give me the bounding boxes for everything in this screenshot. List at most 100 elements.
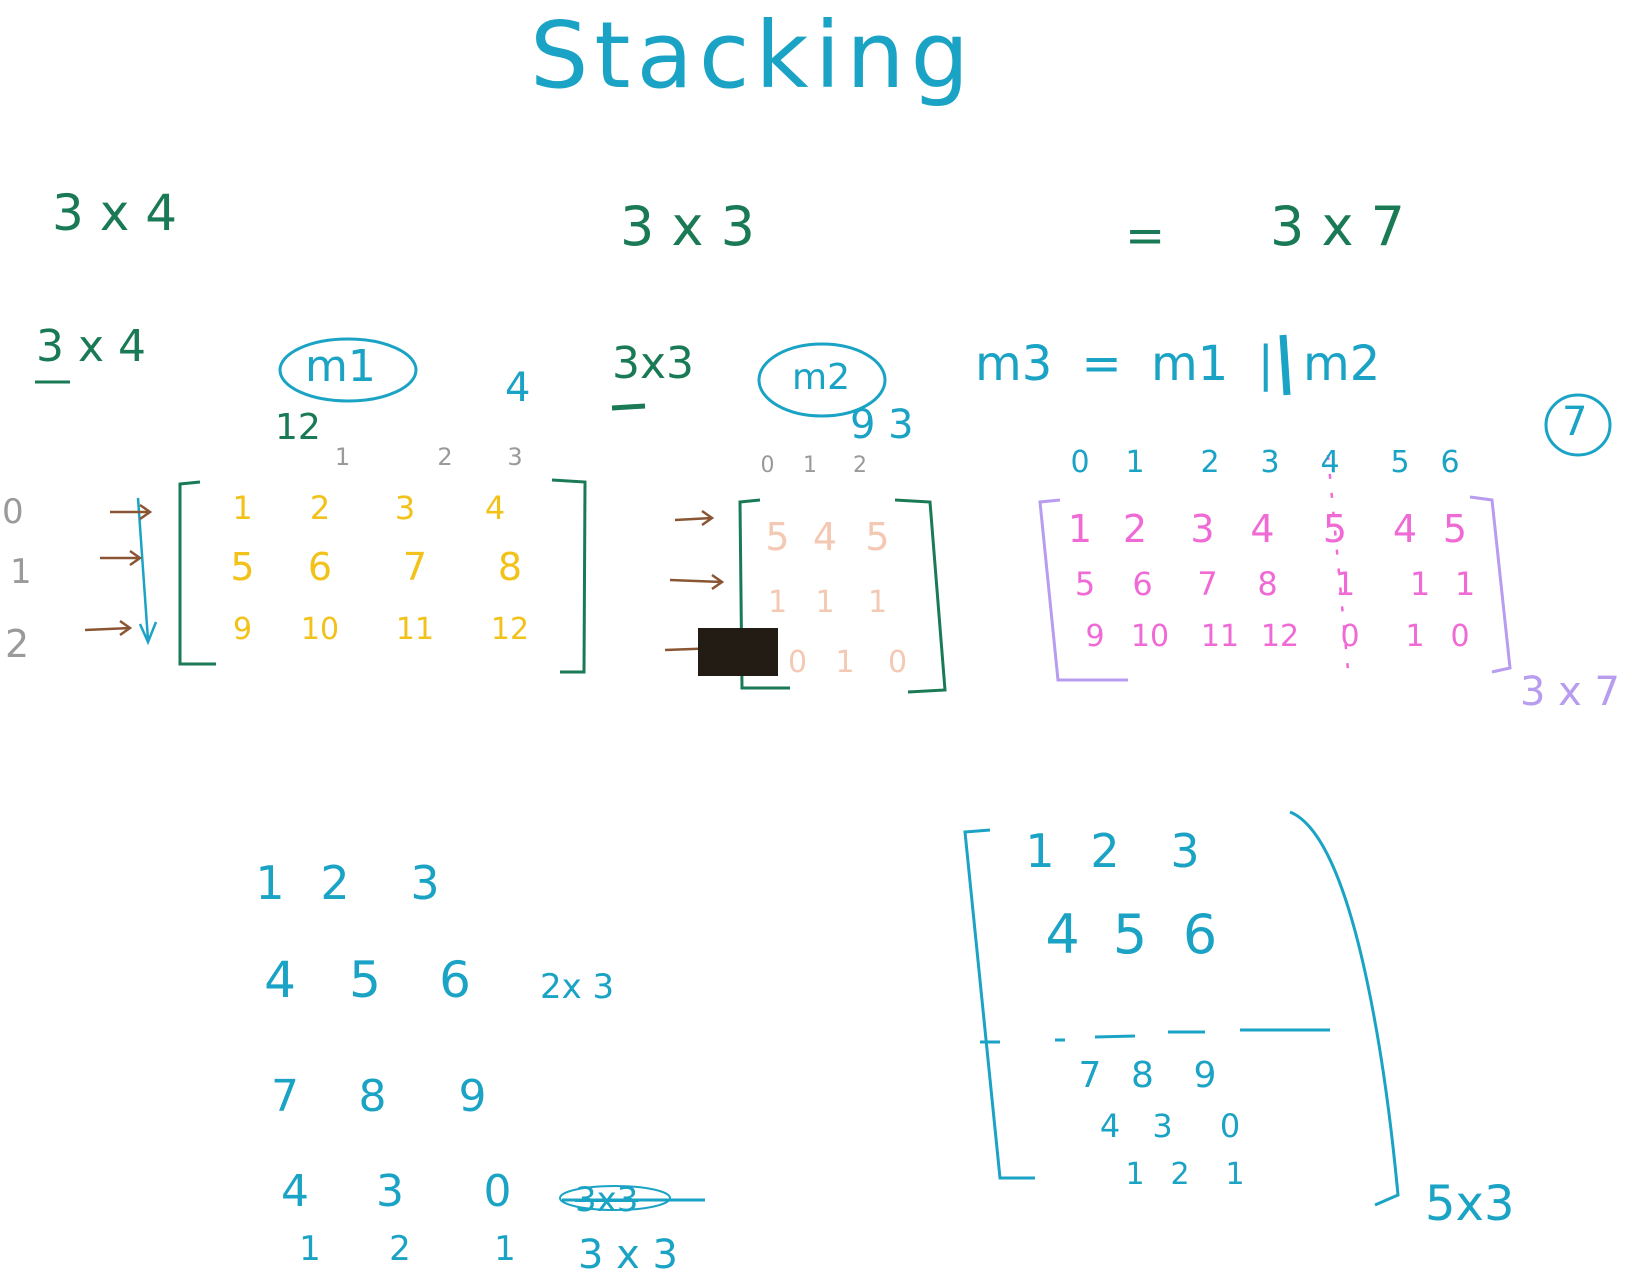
m1-down-arrow	[136, 497, 158, 646]
m2-count: 9 3	[850, 402, 914, 448]
m2-col-index: 0	[760, 453, 775, 478]
vstack-left-cell: 3	[376, 1166, 404, 1217]
m1-row: 9 10 11 12	[205, 615, 550, 645]
m3-col-index: 4	[1320, 445, 1340, 480]
vstack-right-dim: 5x3	[1425, 1176, 1515, 1232]
m1-cell: 9	[232, 612, 253, 647]
m3-cell: 10	[1130, 619, 1170, 654]
m1-cell: 4	[484, 489, 506, 527]
vstack-right-cell: 6	[1182, 903, 1218, 966]
vstack-left-cell: 2	[389, 1229, 411, 1269]
vstack-right-cell: 0	[1219, 1107, 1241, 1145]
m3-cell: 5	[1074, 565, 1096, 603]
m1-row-index: 1	[10, 552, 32, 592]
m3-cell: 5	[1442, 507, 1468, 551]
m1-dim: 3 x 4	[36, 321, 146, 372]
vstack-left-row: 4 5 6	[260, 955, 480, 1005]
vstack-left-struck: 3x3	[575, 1180, 639, 1220]
vstack-left-row: 1 2 3	[250, 860, 470, 906]
vstack-right-cell: 8	[1131, 1055, 1154, 1096]
vstack-right-cell: 3	[1152, 1107, 1173, 1145]
m1-col-index: 2	[437, 443, 453, 471]
vstack-left-cell: 1	[255, 856, 285, 910]
m3-cell: 9	[1085, 619, 1105, 654]
m3-badge: 7	[1562, 399, 1588, 445]
m1-row: 1 2 3 4	[205, 492, 540, 524]
vstack-right-row: 7 8 9	[1070, 1058, 1235, 1094]
vstack-right-cell: 1	[1225, 1157, 1245, 1192]
vstack-left-cell: 7	[271, 1071, 299, 1122]
vstack-right-cell: 1	[1025, 824, 1055, 878]
m2-col-indices: 0 1 2	[750, 455, 885, 477]
dim-b: 3 x 3	[620, 195, 755, 258]
m1-cell: 10	[300, 612, 340, 647]
m1-cell: 1	[232, 489, 253, 527]
stack-right-bracket	[1289, 810, 1400, 1207]
m3-col-index: 0	[1070, 445, 1090, 480]
m2-cell: 0	[787, 645, 808, 680]
m1-count: 12	[275, 407, 321, 448]
m3-equation: m3 = m1 | m2	[975, 336, 1381, 392]
vstack-left-cell: 4	[281, 1166, 309, 1217]
page-title: Stacking	[530, 2, 975, 109]
vstack-right-row: 4 5 6	[1040, 908, 1225, 962]
equals-sign: =	[1125, 208, 1166, 264]
m2-col-index: 2	[853, 453, 867, 478]
dim-c: 3 x 7	[1270, 195, 1405, 258]
vstack-right-cell: 5	[1112, 903, 1148, 966]
m1-cell: 5	[230, 545, 255, 589]
m3-col-index: 2	[1200, 445, 1220, 480]
m1-circle	[278, 337, 418, 403]
m2-circle	[757, 342, 887, 418]
vstack-left-cell: 4	[264, 951, 296, 1009]
m3-cell: 1	[1454, 565, 1476, 603]
m1-row-index: 0	[2, 492, 24, 532]
m1-right-bracket	[551, 478, 587, 674]
m3-cell: 4	[1392, 507, 1418, 551]
m2-left-bracket	[738, 498, 790, 690]
vstack-left-cell: 1	[494, 1229, 516, 1269]
m1-cell: 7	[402, 545, 428, 589]
m3-row: 1 2 3 4 5 4 5	[1060, 510, 1480, 548]
m3-cell: 1	[1409, 565, 1431, 603]
vstack-right-cell: 4	[1099, 1107, 1121, 1145]
m3-cell: 0	[1450, 619, 1470, 654]
vstack-left-row: 4 3 0	[275, 1170, 530, 1214]
m2-cell: 5	[865, 515, 890, 559]
vstack-right-row: 1 2 1	[1120, 1160, 1260, 1190]
dim-a: 3 x 4	[52, 184, 177, 242]
m2-row: 0 1 0	[775, 648, 925, 678]
m3-left-bracket	[1038, 498, 1128, 682]
vstack-left-cell: 6	[439, 951, 471, 1009]
m2-cell: 1	[835, 645, 855, 680]
m3-cell: 5	[1322, 507, 1348, 551]
vstack-left-cell: 3	[410, 856, 440, 910]
m2-dim: 3x3	[612, 338, 695, 389]
vstack-right-cell: 4	[1045, 903, 1080, 966]
m1-row-index: 2	[5, 622, 30, 666]
m2-cell: 1	[767, 585, 788, 620]
m2-row: 5 4 5	[755, 518, 905, 556]
m3-cell: 6	[1132, 565, 1153, 603]
vstack-left-dim-top: 2x 3	[540, 967, 615, 1007]
m3-cell: 11	[1200, 619, 1240, 654]
m3-col-index: 1	[1125, 445, 1145, 480]
m1-label: m1	[305, 341, 376, 392]
m1-side: 4	[505, 365, 531, 411]
m1-row-arrows	[84, 503, 153, 637]
m1-cell: 11	[395, 612, 435, 647]
vstack-right-cell: 2	[1090, 824, 1120, 878]
vstack-right-row: 1 2 3	[1020, 828, 1220, 874]
vstack-left-cell: 8	[358, 1071, 387, 1122]
m1-cell: 8	[497, 545, 523, 589]
m3-dim: 3 x 7	[1520, 669, 1620, 715]
m1-col-index: 3	[507, 443, 523, 471]
m3-right-bracket	[1469, 495, 1512, 674]
vstack-left-dim-bottom: 3 x 3	[578, 1232, 678, 1278]
vstack-left-row: 1 2 1	[295, 1232, 535, 1266]
m3-row: 5 6 7 8 1 1 1	[1060, 568, 1485, 600]
m2-right-bracket	[894, 498, 947, 694]
m3-cell: 1	[1067, 507, 1093, 551]
m3-cell: 1	[1334, 565, 1356, 603]
